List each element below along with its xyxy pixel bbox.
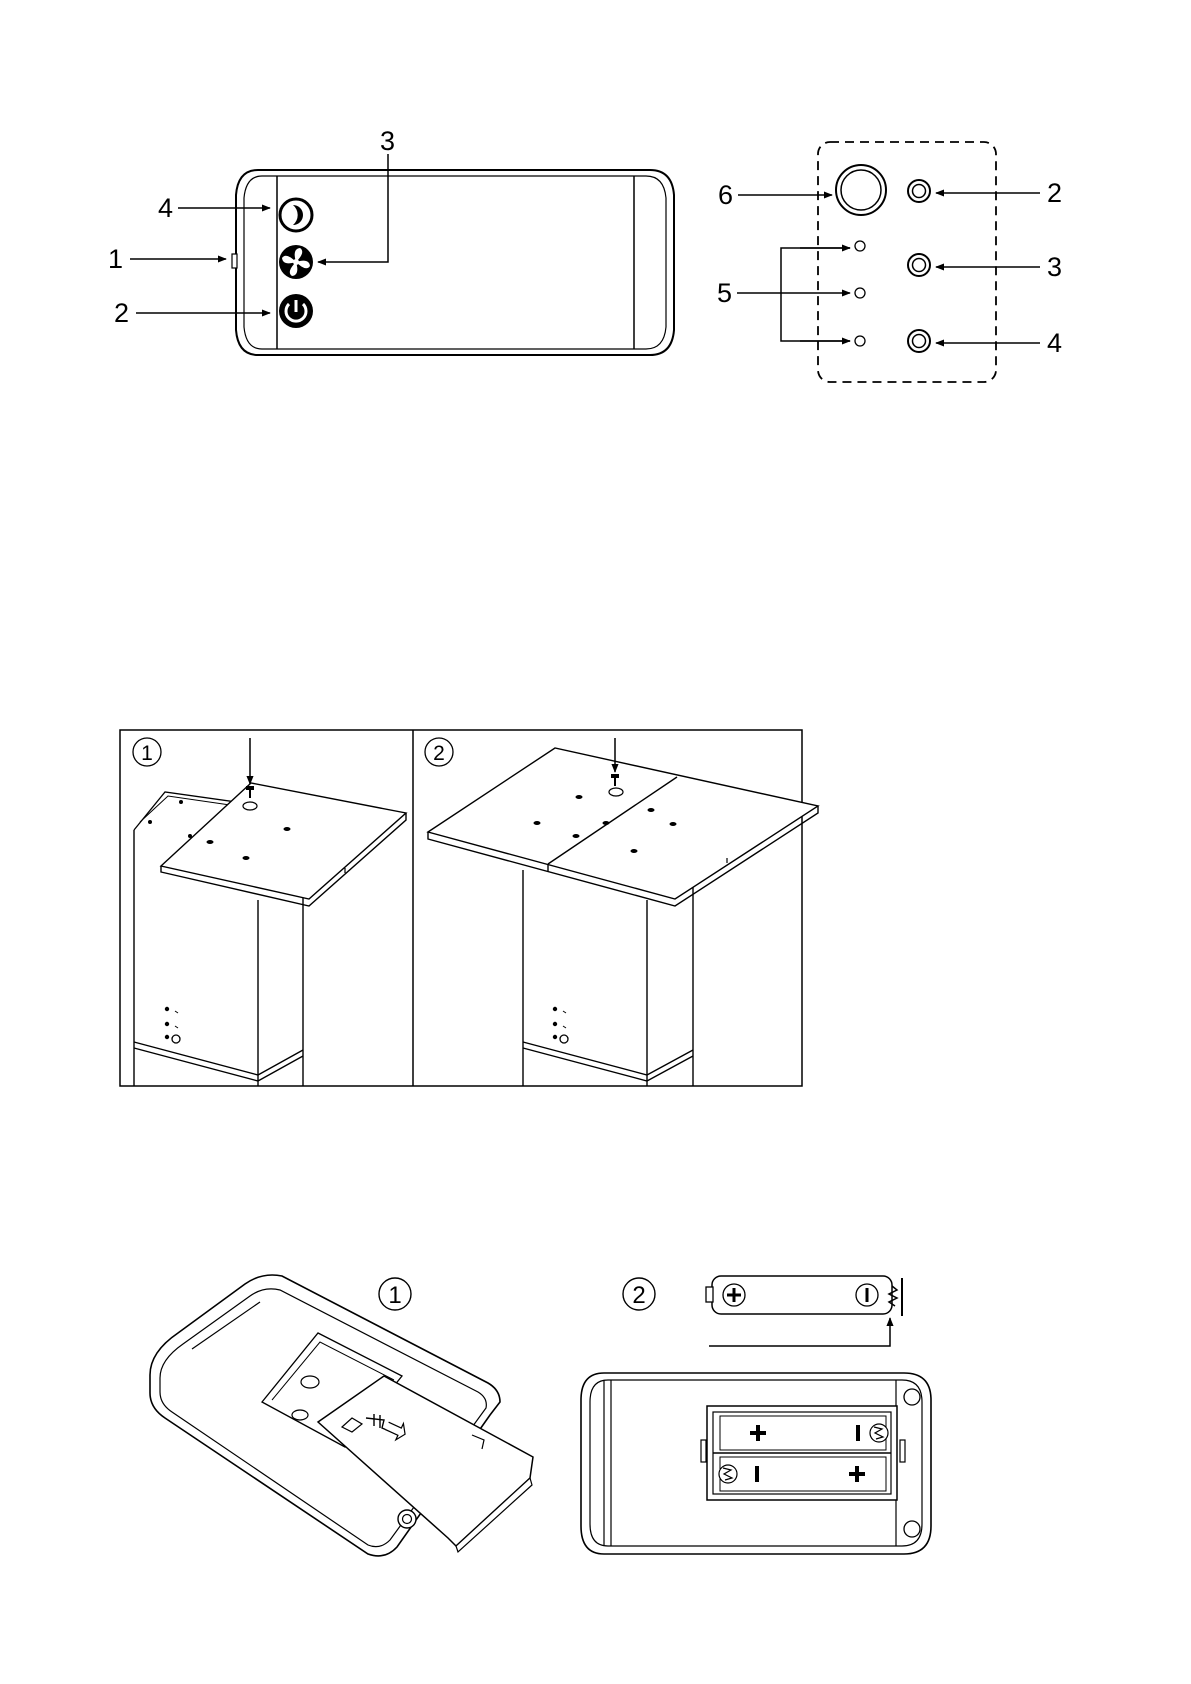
- battery-step-2-label: 2: [632, 1282, 645, 1309]
- moon-icon: [280, 199, 312, 231]
- panel-button-2: [908, 180, 930, 202]
- callout-3-label: 3: [380, 126, 395, 156]
- panel-button-4: [908, 330, 930, 352]
- side-button: [232, 254, 237, 268]
- callout-4r-label: 4: [1047, 328, 1062, 358]
- callout-4-label: 4: [158, 193, 173, 223]
- callout-6-label: 6: [718, 180, 733, 210]
- control-panel-figure: 6 5 2 3 4: [717, 142, 1062, 382]
- remote-back-compartment-drawing: [581, 1373, 931, 1554]
- panel-button-3: [908, 254, 930, 276]
- aaa-battery-drawing: [706, 1276, 902, 1346]
- power-icon: [279, 294, 313, 328]
- callout-5-bracket: [781, 248, 850, 341]
- battery-step-1-label: 1: [388, 1282, 401, 1309]
- callout-5-label: 5: [717, 278, 732, 308]
- battery-figure: 1 2: [150, 1275, 931, 1556]
- callout-1-label: 1: [108, 244, 123, 274]
- remote-front-figure: 4 3 1 2: [108, 126, 674, 355]
- indicator-led: [855, 241, 865, 251]
- callout-2-label: 2: [114, 298, 129, 328]
- assembly-step-2-label: 2: [433, 742, 445, 765]
- assembly-step-1-drawing: [134, 738, 406, 1086]
- indicator-led: [855, 288, 865, 298]
- callout-2r-label: 2: [1047, 178, 1062, 208]
- assembly-figure: 1 2: [120, 730, 818, 1086]
- assembly-step-2-drawing: [428, 738, 818, 1086]
- assembly-step-1-label: 1: [141, 742, 153, 765]
- callout-3r-label: 3: [1047, 252, 1062, 282]
- remote-back-open-drawing: [150, 1275, 533, 1556]
- indicator-led: [855, 336, 865, 346]
- fan-icon: [279, 245, 313, 279]
